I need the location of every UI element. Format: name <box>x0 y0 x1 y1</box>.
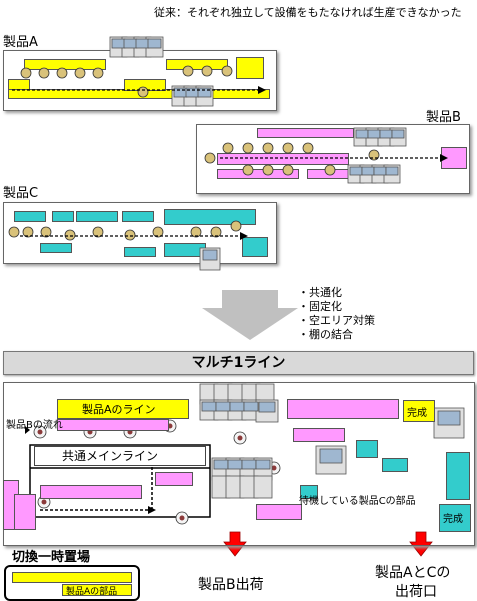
switch-shelf-parts <box>62 584 132 596</box>
product-c-shelf <box>52 211 74 222</box>
product-c-shelf-multi <box>382 458 408 472</box>
product-a-parts-label: 製品Aの部品 <box>66 587 118 597</box>
product-c-label: 製品C <box>3 186 39 201</box>
measures-list: ・共通化 ・固定化 ・空エリア対策 ・棚の結合 <box>298 286 375 342</box>
switch-area-title: 切換一時置場 <box>12 550 91 565</box>
product-a-label: 製品A <box>3 35 38 50</box>
switch-shelf <box>12 572 132 583</box>
workstation-icon-group <box>109 36 214 107</box>
product-a-shelf <box>166 59 228 70</box>
product-c-shelf-multi <box>446 452 470 500</box>
main-line-box <box>34 446 206 466</box>
measure-item: ・棚の結合 <box>298 328 353 341</box>
product-b-shelf-multi <box>287 399 399 419</box>
measure-item: ・共通化 <box>298 286 342 299</box>
ship-b-label: 製品B出荷 <box>198 577 264 593</box>
product-a-shelf <box>236 57 264 79</box>
product-a-line-shelf <box>57 399 189 419</box>
product-b-flow-label: 製品Bの流れ <box>6 420 63 431</box>
product-b-shelf-multi <box>293 428 345 442</box>
ship-ac-label-1: 製品AとCの <box>375 565 451 581</box>
product-c-shelf-multi <box>356 440 378 458</box>
product-b-shelf <box>217 153 349 165</box>
main-line-label: 共通メインライン <box>62 449 159 463</box>
transition-arrow <box>202 290 298 340</box>
product-c-shelf <box>40 243 72 253</box>
product-b-shelf-multi <box>40 485 142 499</box>
operator-icon-group <box>20 65 233 98</box>
product-b-shelf <box>217 169 299 179</box>
product-c-shelf <box>76 211 118 222</box>
product-c-shelf <box>14 211 46 222</box>
done-shelf-1 <box>403 400 435 422</box>
product-b-label: 製品B <box>426 110 461 125</box>
product-c-shelf <box>164 209 256 225</box>
done-shelf-2 <box>439 504 471 532</box>
main-line-frame <box>29 444 211 518</box>
multi-line-title-bar: マルチ1ライン <box>3 351 474 375</box>
product-c-shelf <box>122 211 154 222</box>
done-label-2: 完成 <box>443 514 463 525</box>
product-b-shelf-multi <box>155 472 193 486</box>
header-note: 従来：それぞれ独立して設備をもたなければ生産できなかった <box>154 6 462 19</box>
product-c-shelf <box>242 237 268 257</box>
ship-ac-label-2: 出荷口 <box>395 584 437 600</box>
product-b-shelf <box>257 128 354 138</box>
product-c-shelf <box>124 247 156 257</box>
product-b-panel <box>196 124 470 194</box>
product-b-shelf-multi <box>57 419 169 431</box>
done-label-1: 完成 <box>407 408 427 419</box>
multi-line-panel <box>3 382 475 546</box>
ship-b-arrow <box>223 531 247 557</box>
product-a-line-label: 製品Aのライン <box>82 403 156 416</box>
multi-line-title: マルチ1ライン <box>191 355 286 371</box>
side-pink-shelf <box>14 494 36 530</box>
product-c-shelf-multi <box>300 485 318 499</box>
waiting-c-parts-label: 待機している製品Cの部品 <box>299 496 416 507</box>
ship-ac-arrow <box>409 531 433 557</box>
switch-area-box: 製品Aの部品 <box>4 565 140 601</box>
measure-item: ・空エリア対策 <box>298 314 375 327</box>
product-b-shelf-multi <box>256 504 302 520</box>
measure-item: ・固定化 <box>298 300 342 313</box>
